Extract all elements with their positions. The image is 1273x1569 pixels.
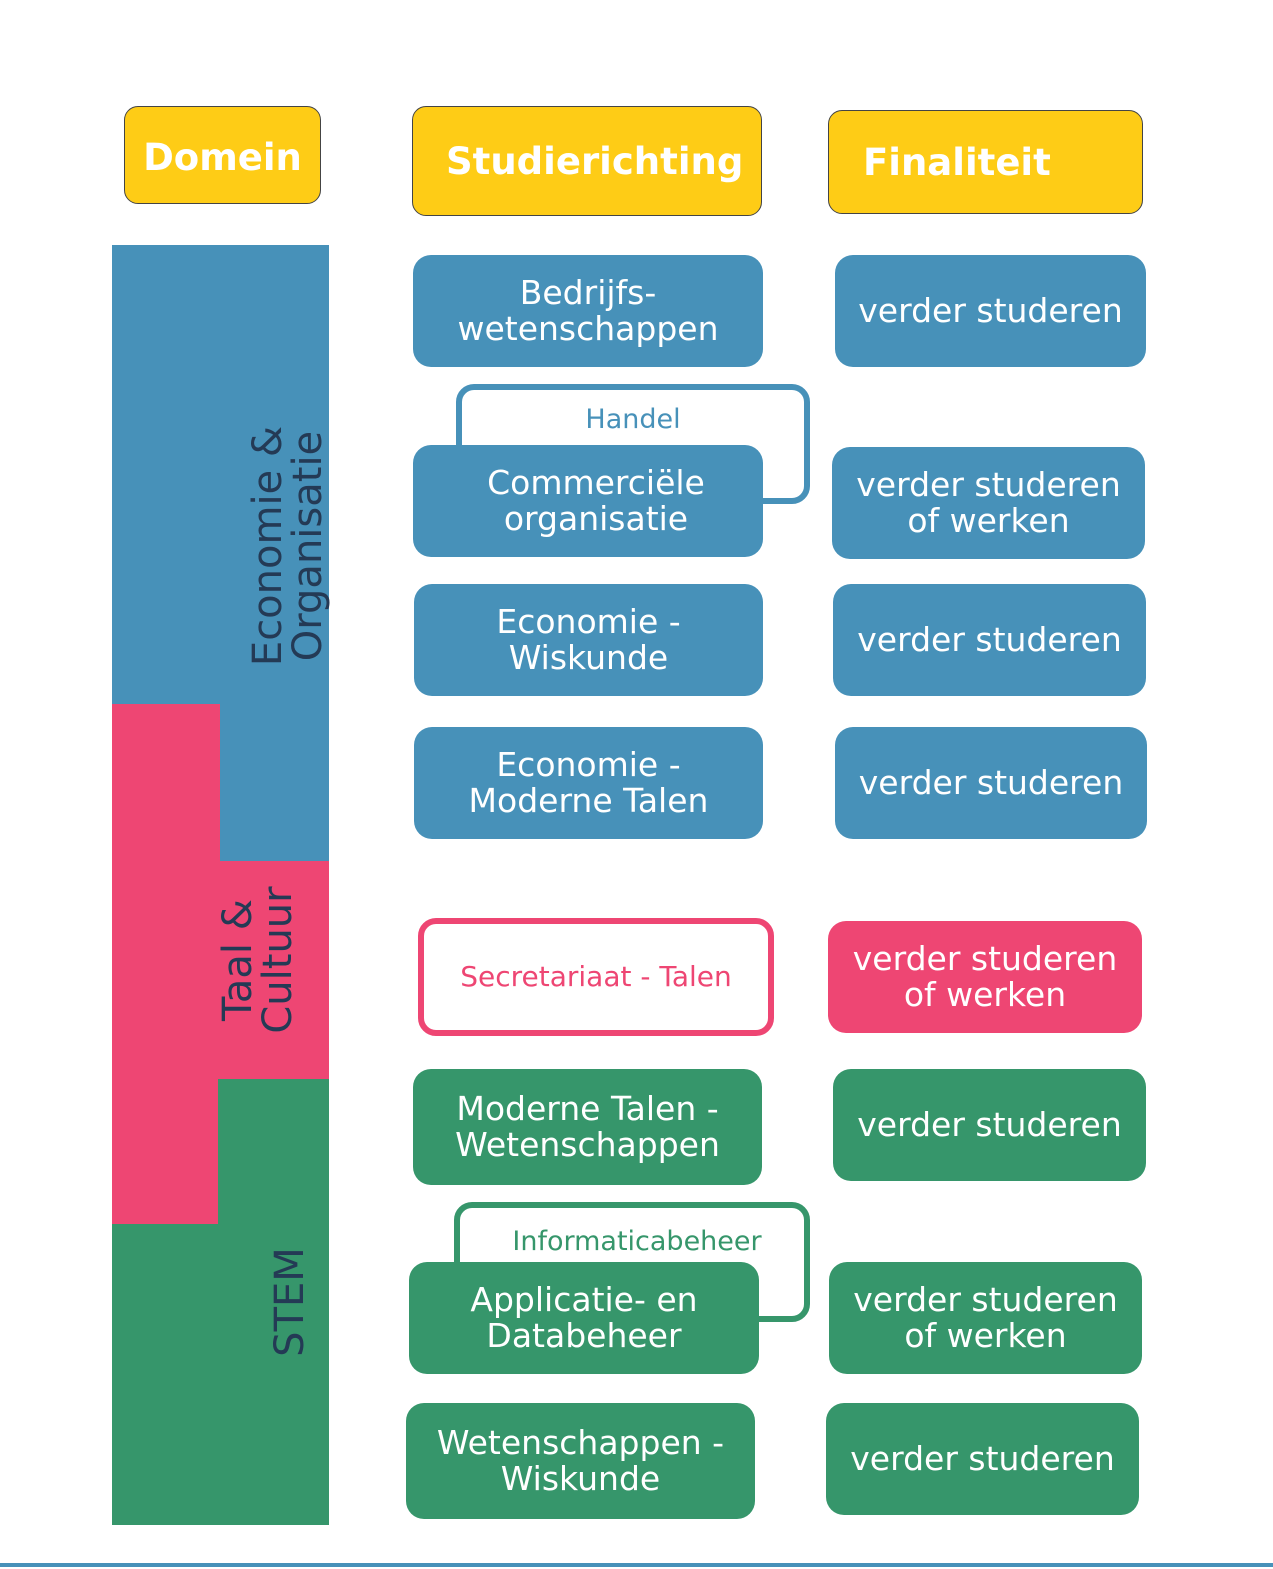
tag-handel-label: Handel bbox=[585, 404, 681, 435]
study-economie-moderne-talen: Economie - Moderne Talen bbox=[414, 727, 763, 839]
study-economie-wiskunde: Economie - Wiskunde bbox=[414, 584, 763, 696]
final-secretariaat-talen: verder studeren of werken bbox=[828, 921, 1142, 1033]
bottom-divider bbox=[0, 1563, 1273, 1567]
header-studierichting-label: Studierichting bbox=[446, 139, 744, 183]
final-moderne-talen-wetenschappen: verder studeren bbox=[833, 1069, 1146, 1181]
final-applicatie-databeheer: verder studeren of werken bbox=[829, 1262, 1142, 1374]
domain-bar-taal bbox=[218, 861, 329, 1080]
study-commerciele-organisatie: Commerciële organisatie bbox=[413, 445, 763, 557]
final-wetenschappen-wiskunde: verder studeren bbox=[826, 1403, 1139, 1515]
final-economie-wiskunde: verder studeren bbox=[833, 584, 1146, 696]
domain-label-taal: Taal & Cultuur bbox=[215, 886, 301, 1034]
final-commerciele-organisatie: verder studeren of werken bbox=[832, 447, 1145, 559]
study-bedrijfswetenschappen: Bedrijfs- wetenschappen bbox=[413, 255, 763, 367]
domain-bar-stem bbox=[112, 1224, 220, 1525]
study-applicatie-databeheer: Applicatie- en Databeheer bbox=[409, 1262, 759, 1374]
study-moderne-talen-wetenschappen: Moderne Talen - Wetenschappen bbox=[413, 1069, 762, 1185]
domain-label-economie: Economie & Organisatie bbox=[245, 425, 331, 667]
domain-bar-stem-right bbox=[218, 1079, 329, 1525]
header-domein-label: Domein bbox=[143, 135, 302, 179]
header-domein: Domein bbox=[124, 106, 321, 204]
final-bedrijfswetenschappen: verder studeren bbox=[835, 255, 1146, 367]
final-economie-moderne-talen: verder studeren bbox=[835, 727, 1147, 839]
study-secretariaat-talen: Secretariaat - Talen bbox=[418, 918, 774, 1036]
header-finaliteit-label: Finaliteit bbox=[863, 140, 1051, 184]
header-finaliteit: Finaliteit bbox=[828, 110, 1143, 214]
domain-label-stem: STEM bbox=[267, 1247, 313, 1357]
header-studierichting: Studierichting bbox=[412, 106, 762, 216]
domain-bar-taal-left bbox=[112, 704, 220, 1225]
tag-informaticabeheer-label: Informaticabeheer bbox=[512, 1226, 762, 1257]
study-wetenschappen-wiskunde: Wetenschappen - Wiskunde bbox=[406, 1403, 755, 1519]
